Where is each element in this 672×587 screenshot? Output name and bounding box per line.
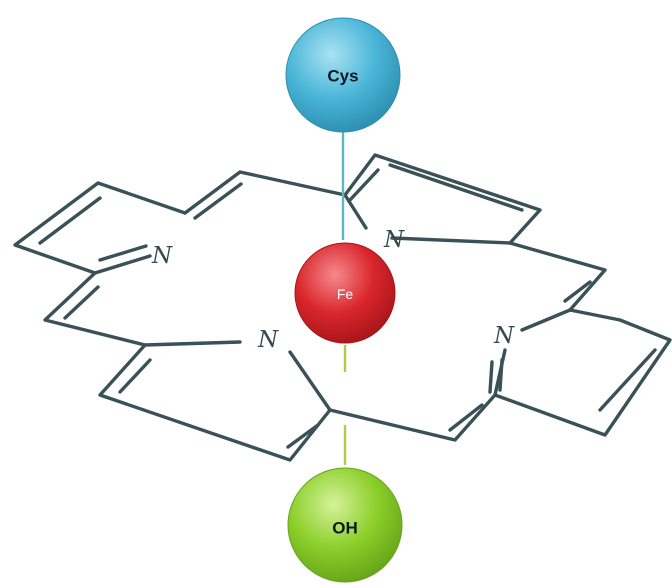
n-link [520,308,572,332]
double-bond [118,358,152,394]
double-bond [193,182,243,220]
meso-bridge-right [508,241,607,312]
double-bond [98,244,148,262]
pyrrole-right [493,308,672,437]
nitrogen-label-right: N [493,323,515,349]
fe-node: Fe [294,242,396,344]
double-bond [448,403,484,432]
oh-node: OH [287,467,403,583]
fe-label: Fe [337,286,354,302]
cys-label: Cys [327,67,358,86]
double-bond [38,196,102,245]
porphyrin-ring [13,153,672,462]
meso-bridge-left [43,271,147,347]
double-bond [286,423,320,449]
meso-bridge-bottom-right [328,393,497,442]
pyrrole-bottom-left [98,340,332,462]
double-bond [598,348,657,412]
nitrogen-label-top-right: N [383,227,405,253]
nitrogen-label-left: N [151,243,173,269]
double-bond [563,280,592,303]
n-link [288,350,332,412]
double-bond [488,360,494,394]
double-bond [498,358,504,392]
n-link [343,193,368,230]
double-bond [388,163,524,212]
double-bond [348,168,380,202]
cys-node: Cys [285,17,401,133]
pyrrole-top-right [343,153,542,245]
double-bond [63,285,100,320]
meso-bridge-top-left [183,170,347,215]
oh-label: OH [332,519,358,538]
pyrrole-top-left [13,181,187,275]
nitrogen-label-bottom-left: N [257,327,279,353]
